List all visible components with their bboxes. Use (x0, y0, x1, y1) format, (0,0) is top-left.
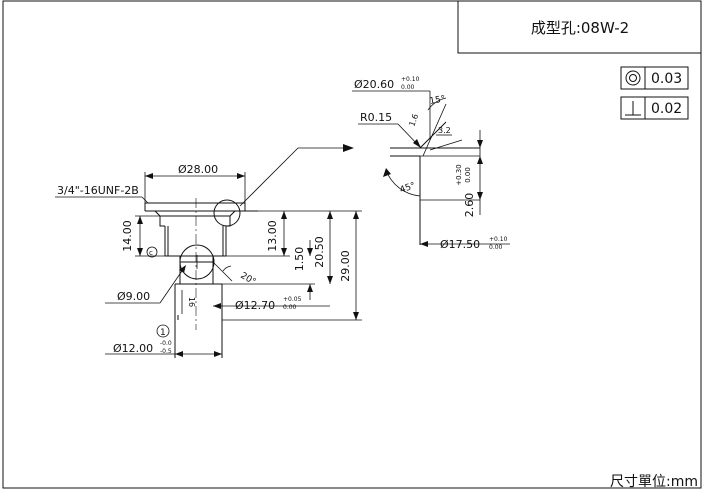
tol-upper: +0.30 (455, 164, 463, 185)
concentricity-icon (625, 70, 641, 86)
dim-h29: 29.00 (339, 250, 352, 282)
dim-d20-6: Ø20.60 (354, 78, 394, 91)
gdt-perpendicularity-value: 0.02 (651, 101, 682, 117)
dim-h20-5: 20.50 (313, 236, 326, 268)
angle-45-label: 45° (399, 181, 417, 196)
dim-d12-7-lower: 0.00 (283, 304, 297, 311)
dim-h1-5: 1.50 (293, 247, 306, 272)
units-note: 尺寸單位:mm (610, 474, 698, 490)
detail-marker-bore (179, 244, 215, 280)
title-block: 成型孔:08W-2 (457, 0, 702, 54)
dim-d12-upper: -0.0 (160, 340, 172, 347)
note-1: 1 (160, 328, 166, 338)
dim-r015: R0.15 (360, 111, 392, 124)
dim-d12: Ø12.00 (113, 342, 153, 355)
dim-d20-6-lower: 0.00 (401, 84, 415, 91)
dim-d28: Ø28.00 (178, 163, 218, 176)
drawing-title: 成型孔:08W-2 (531, 19, 629, 37)
note-c: c (149, 249, 153, 257)
dim-h13: 13.00 (266, 220, 279, 252)
surface-1-6: 1.6 (407, 113, 420, 128)
perpendicularity-icon (625, 101, 641, 116)
gdt-frame-concentricity (620, 66, 689, 90)
detail-marker-top (213, 199, 241, 227)
main-section-view: 20° Ø28.00 3/4"-16UNF-2B 14.00 c (55, 144, 362, 358)
dim-h14: 14.00 (121, 220, 134, 252)
dim-len16: 16 (187, 297, 196, 307)
dim-d20-6-upper: +0.10 (401, 76, 420, 83)
dim-d9: Ø9.00 (117, 290, 150, 303)
gdt-frames: 0.03 0.02 (620, 66, 689, 120)
dim-h2-60: 2.60 (463, 193, 476, 218)
dim-d17-5-lower: 0.00 (489, 244, 503, 251)
dim-d17-5-upper: +0.10 (489, 236, 508, 243)
dim-d17-5: Ø17.50 (440, 238, 480, 251)
gdt-frame-perpendicularity (620, 96, 689, 120)
title-box (457, 0, 702, 54)
angle-20-label: 20° (239, 271, 258, 288)
thread-callout: 3/4"-16UNF-2B (57, 184, 139, 197)
gdt-concentricity-value: 0.03 (651, 71, 682, 87)
angle-15-label: 15° (429, 94, 446, 107)
surface-3-2: 3.2 (438, 126, 451, 135)
dim-d12-lower: -0.5 (160, 348, 172, 355)
detail-view: Ø20.60 +0.10 0.00 15° R0.15 1.6 3.2 45° … (352, 76, 510, 251)
tol-lower: 0.00 (464, 167, 472, 183)
dim-d12-7: Ø12.70 (235, 299, 275, 312)
dim-d12-7-upper: +0.05 (283, 296, 302, 303)
